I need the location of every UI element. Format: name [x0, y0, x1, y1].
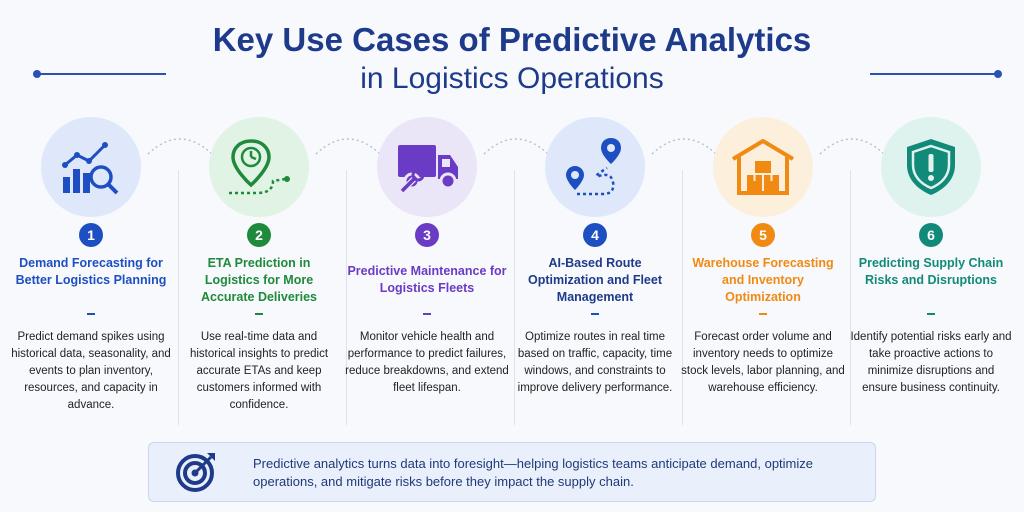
column-divider [682, 170, 683, 425]
use-case-card: 5 Warehouse Forecasting and Inventory Op… [679, 117, 847, 394]
chart-magnifier-icon [62, 142, 119, 195]
accent-tick [255, 313, 263, 315]
step-number-badge: 4 [583, 223, 607, 247]
use-case-card: 6 Predicting Supply Chain Risks and Disr… [847, 117, 1015, 394]
title-rule-left [38, 73, 166, 75]
icon-circle [545, 117, 645, 217]
clock-location-pin-icon [229, 139, 290, 195]
target-arrow-icon [176, 453, 215, 492]
use-case-heading: Predicting Supply Chain Risks and Disrup… [858, 256, 1004, 287]
use-case-heading: Demand Forecasting for Better Logistics … [15, 256, 167, 287]
icon-circle [41, 117, 141, 217]
summary-text: Predictive analytics turns data into for… [253, 456, 814, 489]
dotted-connector [651, 138, 717, 155]
title-rule-right [870, 73, 998, 75]
use-case-card: 3 Predictive Maintenance for Logistics F… [343, 117, 511, 394]
column-divider [178, 170, 179, 425]
accent-tick [927, 313, 935, 315]
icon-circle [713, 117, 813, 217]
step-number-badge: 2 [247, 223, 271, 247]
use-case-heading: Warehouse Forecasting and Inventory Opti… [692, 256, 834, 304]
use-case-heading: ETA Prediction in Logistics for More Acc… [200, 256, 318, 304]
step-number-badge: 6 [919, 223, 943, 247]
dotted-connector [483, 138, 549, 155]
column-divider [850, 170, 851, 425]
title-block: Key Use Cases of Predictive Analytics in… [0, 20, 1024, 98]
title-rule-dot-left [33, 70, 41, 78]
column-divider [346, 170, 347, 425]
step-number-badge: 5 [751, 223, 775, 247]
dotted-connector [819, 138, 885, 155]
icon-circle [881, 117, 981, 217]
icon-circle [377, 117, 477, 217]
accent-tick [759, 313, 767, 315]
accent-tick [423, 313, 431, 315]
use-case-card: 4 AI-Based Route Optimization and Fleet … [511, 117, 679, 394]
use-case-description: Forecast order volume and inventory need… [681, 331, 845, 394]
use-case-description: Monitor vehicle health and performance t… [345, 331, 509, 394]
summary-callout: Predictive analytics turns data into for… [148, 442, 876, 502]
warehouse-boxes-icon [731, 139, 795, 195]
icon-circle [209, 117, 309, 217]
dotted-connector [315, 138, 381, 155]
shield-alert-icon [907, 139, 955, 195]
dotted-connector [147, 138, 213, 155]
use-case-description: Optimize routes in real time based on tr… [517, 331, 673, 394]
step-number-badge: 1 [79, 223, 103, 247]
use-case-heading: Predictive Maintenance for Logistics Fle… [347, 264, 507, 295]
route-pins-icon [566, 138, 621, 196]
accent-tick [591, 313, 599, 315]
main-subtitle: in Logistics Operations [360, 62, 664, 95]
use-case-description: Identify potential risks early and take … [850, 331, 1012, 394]
use-case-description: Predict demand spikes using historical d… [11, 331, 171, 411]
title-rule-dot-right [994, 70, 1002, 78]
use-case-card: 2 ETA Prediction in Logistics for More A… [175, 117, 343, 411]
truck-wrench-icon [398, 145, 458, 194]
column-divider [514, 170, 515, 425]
accent-tick [87, 313, 95, 315]
main-title: Key Use Cases of Predictive Analytics [212, 21, 812, 58]
use-case-card: 1 Demand Forecasting for Better Logistic… [7, 117, 175, 411]
step-number-badge: 3 [415, 223, 439, 247]
use-case-description: Use real-time data and historical insigh… [189, 331, 329, 411]
use-case-heading: AI-Based Route Optimization and Fleet Ma… [527, 256, 663, 304]
